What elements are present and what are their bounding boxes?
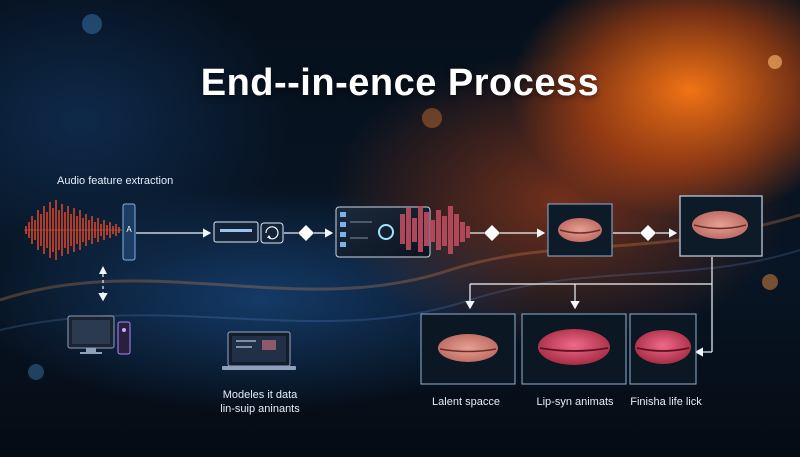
model-laptop-icon xyxy=(222,331,296,370)
audio-waveform xyxy=(24,200,122,260)
node-diamond-3 xyxy=(640,225,656,241)
finish-label: Finisha life lick xyxy=(630,396,702,408)
models-label-line2: lin-suip aninants xyxy=(220,403,300,415)
models-label-line1: Modeles it data xyxy=(222,389,298,401)
cycle-icon xyxy=(260,222,284,244)
svg-text:A: A xyxy=(126,225,132,234)
encoder-box xyxy=(213,221,259,243)
latent-space-label: Lalent spacce xyxy=(432,396,500,408)
spectrogram-block xyxy=(400,206,470,254)
branch-connectors xyxy=(465,257,713,357)
computer-device-icon xyxy=(67,315,131,355)
finish-frame xyxy=(629,313,697,385)
lipsync-frame xyxy=(521,313,627,385)
page-title: End--in-ence Process xyxy=(200,62,600,104)
latent-space-frame xyxy=(420,313,516,385)
audio-feature-label: Audio feature extraction xyxy=(57,175,174,187)
node-diamond-1 xyxy=(298,225,314,241)
lips-frame-1 xyxy=(547,203,613,257)
lipsync-label: Lip-syn animats xyxy=(536,396,614,408)
node-diamond-2 xyxy=(484,225,500,241)
feature-extractor-panel xyxy=(122,203,136,261)
lips-frame-2 xyxy=(679,195,763,257)
